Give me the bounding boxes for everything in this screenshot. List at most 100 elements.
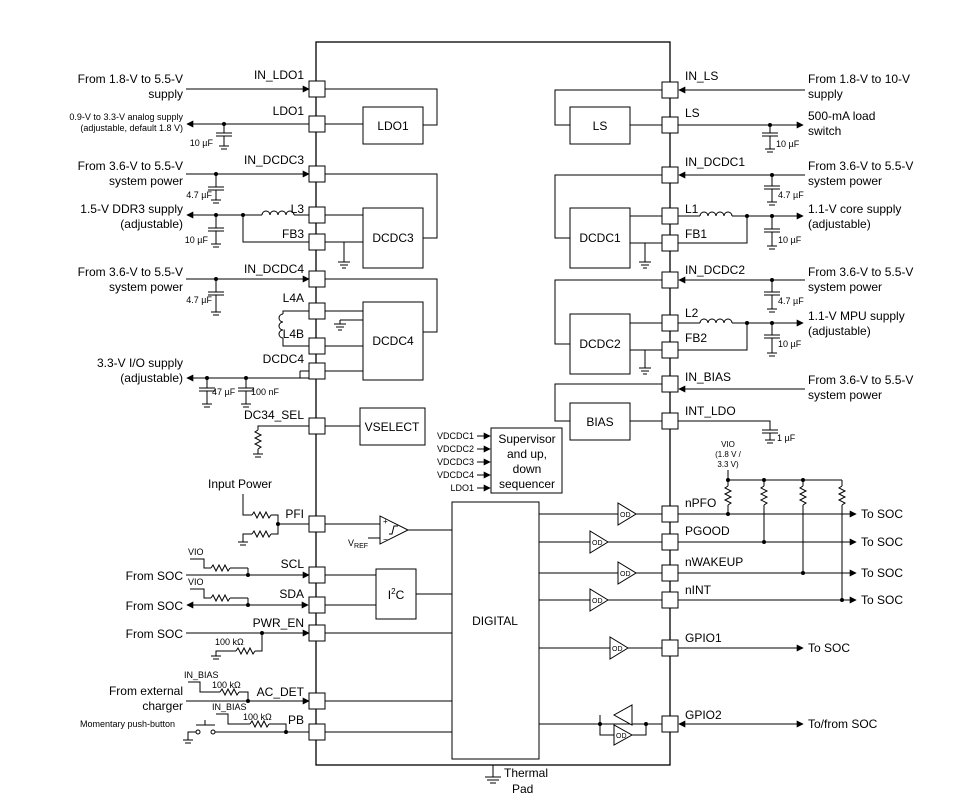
cap-ldo1: 10 µF [190,138,214,148]
in-dcdc2-label-1: From 3.6-V to 5.5-V [808,265,913,279]
pin-npfo: nPFO [685,496,716,510]
pin-gpio1: GPIO1 [685,631,722,645]
ddr3-label-2: (adjustable) [120,217,183,231]
vio-label-1: VIO [721,440,735,449]
in-dcdc3-label-2: system power [109,174,183,188]
pin-ac-det: AC_DET [257,685,305,699]
in-dcdc1-label-2: system power [808,174,882,188]
right-pin-labels: IN_LS LS IN_DCDC1 L1 FB1 IN_DCDC2 L2 FB2… [685,69,745,722]
in-dcdc4-label-1: From 3.6-V to 5.5-V [78,265,183,279]
i2c-block-label: I2C [388,587,405,602]
pin-ldo1: LDO1 [273,104,305,118]
pin-l4a: L4A [283,291,304,305]
dcdc3-block-label: DCDC3 [372,231,414,245]
dcdc2-block [569,313,631,375]
thermal-pad: Thermal Pad [485,765,548,796]
sup-in-vdcdc1: VDCDC1 [437,431,474,441]
vref-label: VREF [348,538,368,550]
in-ls-label-2: supply [808,87,843,101]
ls-block-label: LS [593,119,608,133]
mpu-label-1: 1.1-V MPU supply [808,309,905,323]
pin-pfi: PFI [285,507,304,521]
core-label-1: 1.1-V core supply [808,202,901,216]
bias-block-label: BIAS [586,415,613,429]
pin-dcdc4: DCDC4 [263,352,305,366]
in-bias1-label: IN_BIAS [184,670,219,680]
charger-label-2: charger [142,699,183,713]
supervisor-block [490,427,563,494]
ldo1-block [362,106,424,145]
svg-text:OD: OD [612,646,623,653]
vselect-block-label: VSELECT [365,420,420,434]
pin-in-ldo1: IN_LDO1 [254,68,304,82]
core-label-2: (adjustable) [808,217,871,231]
supervisor-label-2: and up, [507,447,547,461]
vio2-label: VIO [188,577,204,587]
in-bias-label-1: From 3.6-V to 5.5-V [808,373,913,387]
i2c-block [375,568,417,620]
dcdc4-block [362,301,424,381]
digital-block [451,501,540,760]
supervisor-label-3: down [513,462,542,476]
in-dcdc3-label-1: From 3.6-V to 5.5-V [78,159,183,173]
pin-nwakeup: nWAKEUP [685,555,743,569]
gpio1-to-soc: To SOC [808,641,850,655]
vio-label-3: 3.3 V) [717,460,739,469]
dcdc2-block-label: DCDC2 [579,337,621,351]
pin-sda: SDA [279,587,304,601]
right-external: From 1.8-V to 10-V supply 500-mA load sw… [678,72,913,731]
cap-indcdc1: 4.7 µF [778,190,804,200]
pwr-en-from-label: From SOC [126,627,184,641]
io-label-1: 3.3-V I/O supply [97,356,183,370]
pin-l2: L2 [685,306,699,320]
digital-block-label: DIGITAL [472,614,518,628]
pushbutton-label: Momentary push-button [80,719,175,729]
pin-gpio2: GPIO2 [685,708,722,722]
bias-block [569,402,631,441]
r100k-2-label: 100 kΩ [212,680,241,690]
pin-scl: SCL [281,557,305,571]
pgood-to-soc: To SOC [861,535,903,549]
r100k-3-label: 100 kΩ [243,712,272,722]
input-power-label: Input Power [208,477,272,491]
ldo1-out-label-2: (adjustable, default 1.8 V) [80,123,183,133]
svg-text:+: + [383,517,388,526]
thermal-label-2: Pad [512,782,533,796]
cap-dcdc4-b: 100 nF [251,387,280,397]
pin-pb: PB [288,713,304,727]
pin-pgood: PGOOD [685,524,730,538]
pin-fb2: FB2 [685,331,707,345]
in-bias-label-2: system power [808,388,882,402]
ls-out-label-2: switch [808,124,841,138]
cap-l3: 10 µF [185,235,209,245]
vio-label-2: (1.8 V / [715,450,742,459]
supervisor-label-4: sequencer [499,477,555,491]
dcdc1-block-label: DCDC1 [579,231,621,245]
ddr3-label-1: 1.5-V DDR3 supply [80,202,183,216]
cap-ls: 10 µF [776,139,800,149]
cap-indcdc4: 4.7 µF [186,295,212,305]
supervisor-label-1: Supervisor [498,432,555,446]
gpio2-to-from-soc: To/from SOC [808,717,878,731]
svg-text:OD: OD [616,733,627,740]
pin-pwr-en: PWR_EN [253,616,304,630]
svg-text:OD: OD [620,512,631,519]
pin-in-ls: IN_LS [685,69,718,83]
scl-from-label: From SOC [126,569,184,583]
pin-in-bias: IN_BIAS [685,370,731,384]
pin-int-ldo: INT_LDO [685,404,736,418]
npfo-to-soc: To SOC [861,507,903,521]
ldo1-out-label-1: 0.9-V to 3.3-V analog supply [69,112,183,122]
vio1-label: VIO [188,547,204,557]
sup-in-ldo1: LDO1 [450,483,474,493]
cap-l1: 10 µF [778,235,802,245]
sup-in-vdcdc3: VDCDC3 [437,457,474,467]
left-external: From 1.8-V to 5.5-V supply 0.9-V to 3.3-… [69,72,310,744]
svg-text:OD: OD [592,598,603,605]
cap-indcdc2: 4.7 µF [778,296,804,306]
left-pin-labels: IN_LDO1 LDO1 IN_DCDC3 L3 FB3 IN_DCDC4 L4… [244,68,305,727]
in-ls-label-1: From 1.8-V to 10-V [808,72,910,86]
in-dcdc2-label-2: system power [808,280,882,294]
ls-out-label-1: 500-mA load [808,109,875,123]
